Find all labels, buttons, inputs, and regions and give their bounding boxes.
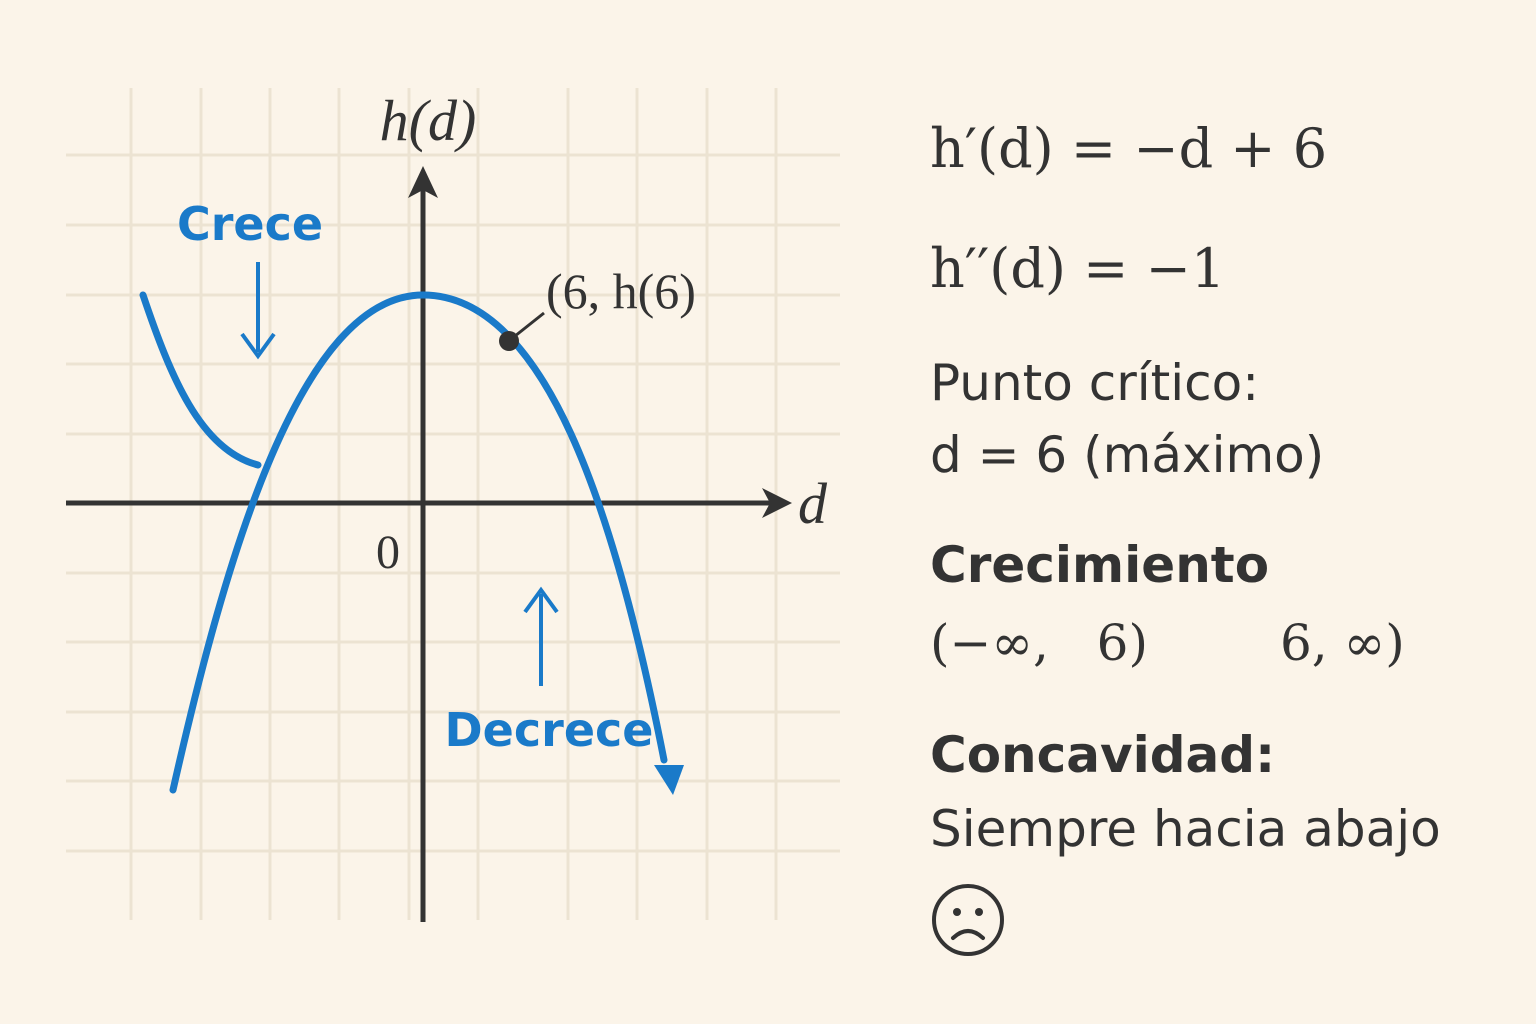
y-axis-label: h(d) — [380, 88, 477, 153]
label-decrece: Decrece — [445, 703, 654, 757]
critical-point-marker — [499, 331, 519, 351]
y-axis-arrow-icon — [408, 166, 438, 198]
point-label: (6, h(6) — [546, 263, 696, 319]
x-axis-label: d — [798, 471, 828, 536]
growth-title: Crecimiento — [930, 536, 1270, 594]
decrece-up-arrow-icon — [523, 586, 559, 614]
label-crece: Crece — [177, 197, 323, 251]
parabola-curve — [169, 291, 668, 794]
first-derivative-equation: h′(d) = −d + 6 — [930, 117, 1328, 180]
growth-interval-1: (−∞, 6) — [930, 614, 1148, 672]
function-graph: h(d) d 0 (6, h(6) Crece Decrece — [66, 88, 840, 922]
x-axis-arrow-icon — [762, 488, 792, 518]
concavity-value: Siempre hacia abajo — [930, 800, 1441, 858]
critical-point-value: d = 6 (máximo) — [930, 426, 1325, 484]
origin-label: 0 — [376, 526, 400, 579]
critical-point-title: Punto crítico: — [930, 354, 1260, 412]
left-curve-branch — [139, 291, 262, 469]
grid — [66, 88, 840, 920]
crece-down-arrow-icon — [240, 332, 276, 360]
growth-interval-2: 6, ∞) — [1280, 614, 1405, 672]
second-derivative-equation: h′′(d) = −1 — [930, 237, 1226, 300]
concavity-title: Concavidad: — [930, 726, 1276, 784]
sad-face-icon — [932, 884, 1004, 956]
curve-arrow-icon — [654, 765, 684, 795]
